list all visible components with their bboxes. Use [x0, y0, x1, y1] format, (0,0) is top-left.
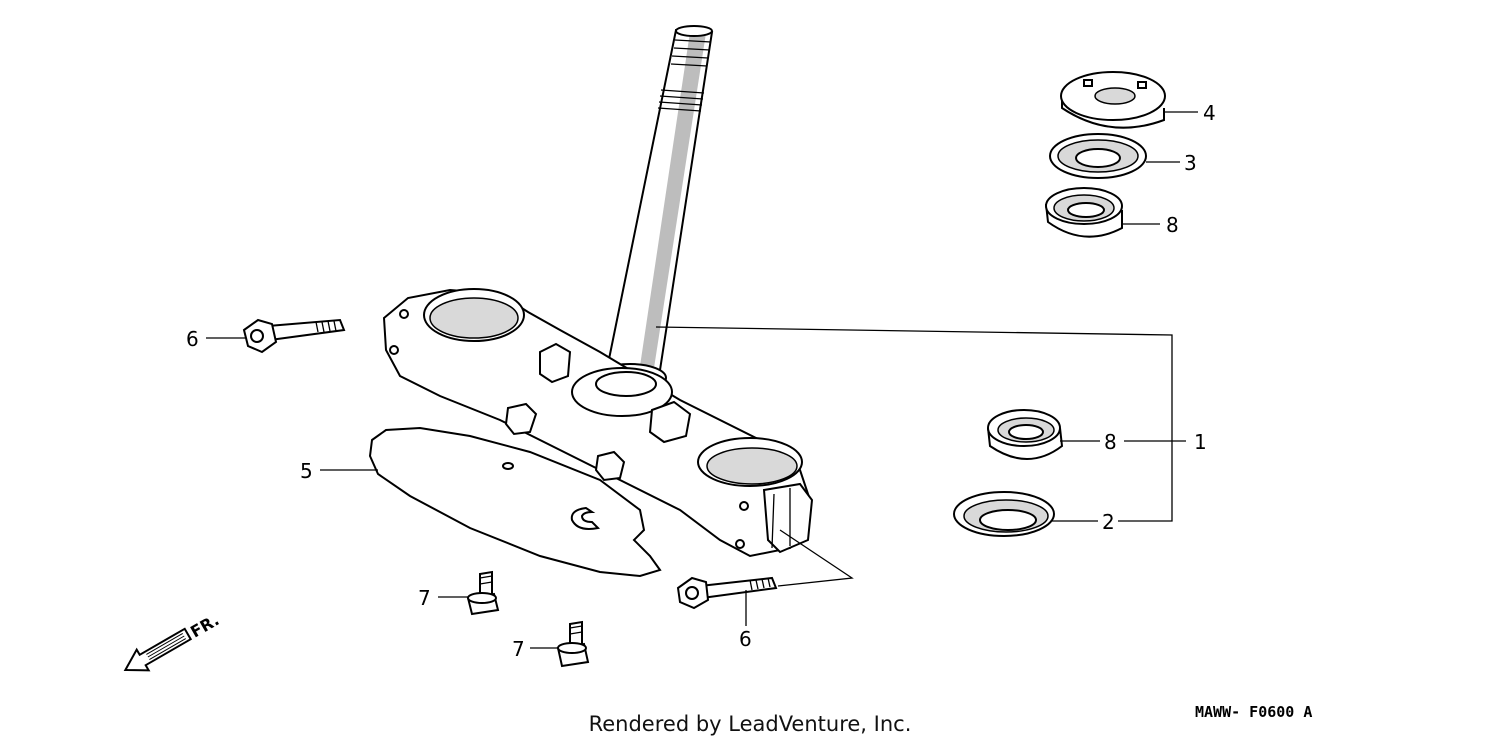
callout-4: 4 — [1203, 101, 1216, 125]
bearing-upper — [1045, 187, 1123, 238]
callout-7-upper: 7 — [418, 586, 431, 610]
bolt-6-lower — [676, 576, 778, 610]
callout-5: 5 — [300, 459, 313, 483]
cover-plate — [368, 426, 662, 578]
front-label: FR. — [187, 610, 222, 641]
diagram-code: MAWW- F0600 A — [1195, 703, 1313, 721]
bearing-lower — [987, 409, 1064, 460]
callout-2: 2 — [1102, 510, 1115, 534]
callout-3: 3 — [1184, 151, 1197, 175]
dust-seal-lower — [953, 491, 1055, 537]
front-arrow: FR. — [123, 610, 222, 672]
leader-lines — [206, 111, 1198, 649]
bolt-6-upper — [242, 318, 346, 354]
steering-stem-nut — [1060, 71, 1166, 129]
callout-7-lower: 7 — [512, 637, 525, 661]
callout-6-lower: 6 — [739, 627, 752, 651]
dust-seal-upper — [1049, 133, 1147, 179]
bolt-7-upper — [466, 570, 500, 616]
lower-triple-clamp — [382, 288, 814, 558]
callout-1: 1 — [1194, 430, 1207, 454]
bolt-7-lower — [556, 620, 590, 668]
callout-6-upper: 6 — [186, 327, 199, 351]
steering-stem-shaft — [593, 25, 714, 393]
footer-credit: Rendered by LeadVenture, Inc. — [588, 712, 912, 736]
callout-8-upper: 8 — [1166, 213, 1179, 237]
callout-8-lower: 8 — [1104, 430, 1117, 454]
